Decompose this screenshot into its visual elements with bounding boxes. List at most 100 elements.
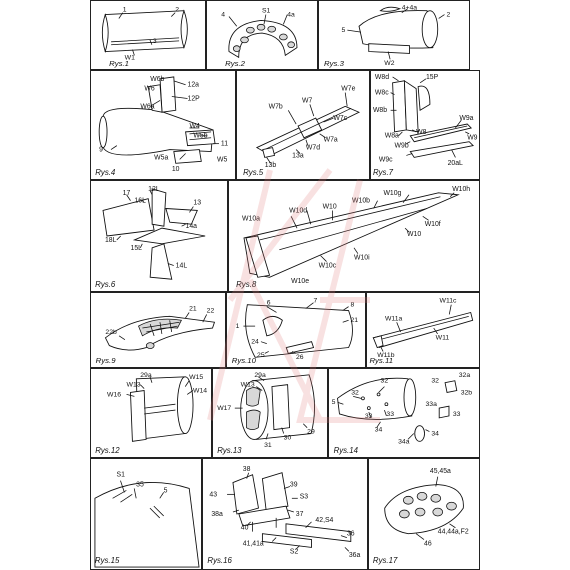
rys16-label-37: 37 bbox=[296, 511, 304, 518]
rys2-label-4: 4 bbox=[221, 12, 225, 19]
rys15-caption: Rys.15 bbox=[95, 556, 120, 565]
panel-rys2: 4 S1 4a Rys.2 bbox=[206, 0, 318, 70]
rys14-label-32a: 32a bbox=[459, 372, 471, 379]
rys4-label-9: 9 bbox=[99, 147, 103, 154]
rys3-caption: Rys.3 bbox=[324, 59, 345, 68]
panel-rys3: 4+4a 2 5 W2 Rys.3 bbox=[318, 0, 470, 70]
rys14-label-33-c: 33 bbox=[453, 411, 461, 418]
rys14-label-32b: 32b bbox=[461, 389, 473, 396]
rys8-label-w10: W10 bbox=[407, 231, 421, 238]
rys6-caption: Rys.6 bbox=[95, 280, 116, 289]
rys1-label-2: 2 bbox=[175, 7, 179, 14]
rys8-caption: Rys.8 bbox=[236, 280, 257, 289]
rys6-label-14a: 14a bbox=[186, 223, 198, 230]
rys14-label-32b-top: 32 bbox=[381, 378, 389, 385]
rys4-label-w5b: W5b bbox=[193, 133, 207, 140]
rys15-label-5: 5 bbox=[164, 487, 168, 494]
rys7-label-w8d: W8d bbox=[375, 74, 389, 81]
rys8-label-w10b: W10b bbox=[352, 198, 370, 205]
panel-rys6: 17 12L 16L 13 14a 18L 15L 14L Rys.6 bbox=[90, 180, 228, 292]
rys5-label-w7c: W7c bbox=[333, 115, 347, 122]
rys4-label-12p: 12P bbox=[188, 95, 201, 102]
rys10-caption: Rys.10 bbox=[232, 356, 257, 365]
panel-rys13: 29a W13 W17 31 30 29 Rys.13 bbox=[212, 368, 328, 458]
rys7-label-w9a: W9a bbox=[459, 115, 473, 122]
panel-rys12: 29a W15 W13 W14 W16 Rys.12 bbox=[90, 368, 212, 458]
rys16-label-40: 40 bbox=[241, 525, 249, 532]
rys6-drawing: 17 12L 16L 13 14a 18L 15L 14L Rys.6 bbox=[95, 186, 206, 289]
rys15-label-s1: S1 bbox=[117, 472, 126, 479]
rys11-label-w11b: W11b bbox=[377, 352, 394, 359]
rys14-caption: Rys.14 bbox=[334, 446, 359, 455]
rys17-label-46: 46 bbox=[424, 540, 432, 547]
rys1-drawing: 1 2 3 W1 Rys.1 bbox=[101, 7, 188, 68]
rys8-label-w10d: W10d bbox=[289, 207, 307, 214]
rys2-caption: Rys.2 bbox=[225, 59, 246, 68]
rys13-caption: Rys.13 bbox=[217, 446, 242, 455]
rys13-drawing: 29a W13 W17 31 30 29 Rys.13 bbox=[217, 372, 315, 455]
rys4-label-10: 10 bbox=[172, 166, 180, 173]
rys16-drawing: 38 43 39 S3 38a 37 40 42,S4 41,41a 36 S2… bbox=[207, 466, 361, 565]
panel-rys10: 6 7 8 1 21 24 25 26 Rys.10 bbox=[226, 292, 366, 368]
rys7-label-w8: W8 bbox=[416, 129, 426, 136]
rys4-label-w5: W5 bbox=[217, 156, 227, 163]
panel-rys9: 21 22 22b Rys.9 bbox=[90, 292, 226, 368]
rys5-caption: Rys.5 bbox=[243, 168, 264, 177]
rys4-drawing: W6b W6 12a 12P W6a 9 W4 W5b 11 W5a 10 W5… bbox=[95, 76, 228, 177]
rys9-caption: Rys.9 bbox=[96, 356, 117, 365]
rys13-label-w17: W17 bbox=[217, 405, 231, 412]
rys13-label-29: 29 bbox=[307, 429, 315, 436]
rys7-label-w9c: W9c bbox=[379, 156, 393, 163]
rys14-label-34a: 34a bbox=[398, 438, 410, 445]
panel-rys4: W6b W6 12a 12P W6a 9 W4 W5b 11 W5a 10 W5… bbox=[90, 70, 236, 180]
rys9-drawing: 21 22 22b Rys.9 bbox=[96, 306, 216, 365]
rys12-label-w14: W14 bbox=[193, 387, 207, 394]
rys12-label-w15: W15 bbox=[189, 374, 203, 381]
rys10-drawing: 6 7 8 1 21 24 25 26 Rys.10 bbox=[232, 298, 359, 365]
rys4-caption: Rys.4 bbox=[95, 168, 116, 177]
rys17-label-45-45a: 45,45a bbox=[430, 468, 451, 475]
rys7-label-w9b: W9b bbox=[395, 143, 409, 150]
rys7-label-w8b: W8b bbox=[373, 107, 387, 114]
rys11-label-w11a: W11a bbox=[385, 315, 402, 322]
rys3-label-2: 2 bbox=[446, 12, 450, 19]
rys5-label-13b: 13b bbox=[265, 162, 277, 169]
rys10-label-24: 24 bbox=[251, 339, 259, 346]
rys9-label-21: 21 bbox=[189, 306, 197, 313]
rys16-label-s2: S2 bbox=[290, 548, 299, 555]
rys3-drawing: 4+4a 2 5 W2 Rys.3 bbox=[324, 5, 450, 68]
rys5-label-w7b: W7b bbox=[269, 103, 283, 110]
rys17-caption: Rys.17 bbox=[373, 556, 398, 565]
rys5-label-13a: 13a bbox=[292, 152, 304, 159]
rys6-label-15l: 15L bbox=[131, 245, 143, 252]
rys14-label-34: 34 bbox=[375, 427, 383, 434]
rys14-drawing: 32 32 32 32a 5 33 33 32b 34 33a 33 34 34… bbox=[332, 372, 473, 455]
rys11-caption: Rys.11 bbox=[369, 356, 393, 365]
rys16-label-41-41a: 41,41a bbox=[243, 540, 264, 547]
rys10-label-1: 1 bbox=[236, 323, 240, 330]
rys15-drawing: S1 35 5 Rys.15 bbox=[94, 472, 200, 568]
rys7-label-w8a: W8a bbox=[385, 133, 399, 140]
rys4-label-w6b: W6b bbox=[150, 76, 164, 83]
rys13-label-31: 31 bbox=[264, 442, 272, 449]
rys5-label-w7e: W7e bbox=[341, 86, 355, 93]
rys14-label-32: 32 bbox=[351, 389, 359, 396]
panel-rys1: 1 2 3 W1 Rys.1 bbox=[90, 0, 206, 70]
rys13-label-30: 30 bbox=[284, 434, 292, 441]
rys9-label-22b: 22b bbox=[105, 329, 117, 336]
rys7-label-15p: 15P bbox=[426, 74, 439, 81]
rys5-drawing: W7 W7e W7b W7c W7a W7d 13a 13b Rys.5 bbox=[243, 86, 361, 177]
rys10-label-25: 25 bbox=[257, 352, 265, 359]
rys15-label-35: 35 bbox=[136, 482, 144, 489]
rys2-drawing: 4 S1 4a Rys.2 bbox=[221, 8, 298, 68]
panel-rys14: 32 32 32 32a 5 33 33 32b 34 33a 33 34 34… bbox=[328, 368, 480, 458]
rys10-label-21: 21 bbox=[351, 317, 359, 324]
rys3-label-w2: W2 bbox=[384, 60, 394, 67]
rys1-label-3: 3 bbox=[153, 38, 157, 45]
rys14-label-34-b: 34 bbox=[431, 430, 439, 437]
rys8-label-w10e: W10e bbox=[291, 278, 309, 285]
rys16-label-36a: 36a bbox=[349, 552, 361, 559]
rys12-label-29a: 29a bbox=[140, 372, 152, 379]
rys8-label-w10h: W10h bbox=[452, 186, 470, 193]
